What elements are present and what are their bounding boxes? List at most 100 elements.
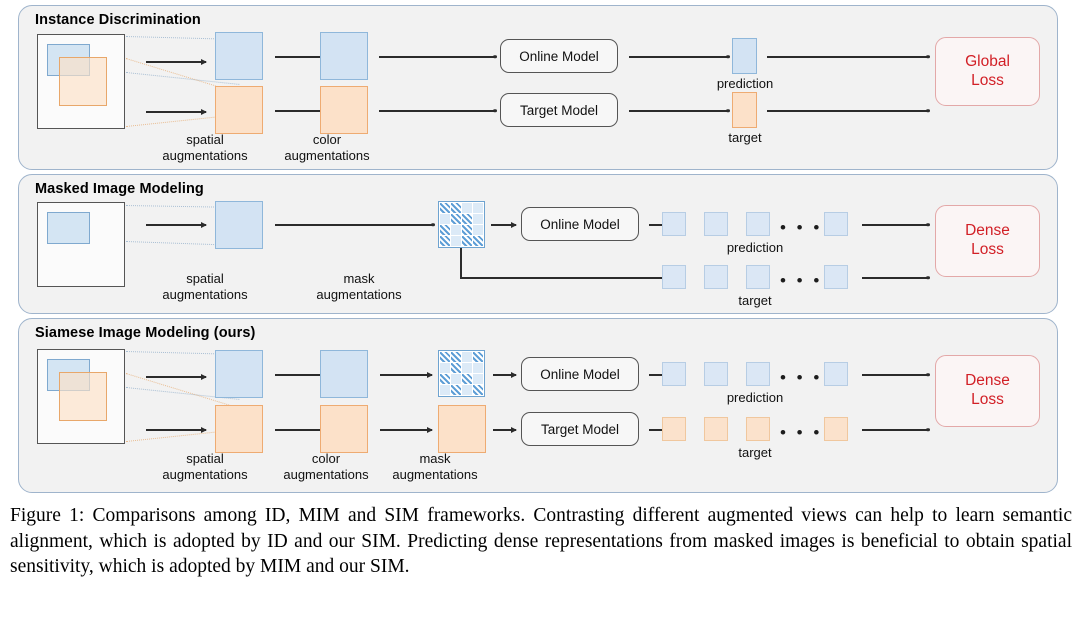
- stage-label-line1: spatial: [186, 132, 224, 147]
- prediction-token: [662, 212, 686, 236]
- masked-patch: [451, 363, 461, 373]
- arrow-online-to-prediction: [629, 56, 728, 58]
- arrow-target-to-loss: [862, 429, 928, 431]
- target-ellipsis: • • •: [780, 423, 823, 442]
- masked-patch: [451, 214, 461, 224]
- loss-label-line2: Loss: [971, 71, 1004, 89]
- prediction-token: [704, 362, 728, 386]
- target-label: target: [738, 293, 772, 308]
- stage-label-line2: augmentations: [316, 287, 402, 303]
- masked-patch: [440, 203, 450, 213]
- visible-patch: [462, 203, 472, 213]
- panel-instance-discrimination: Instance Discrimination Online Model: [18, 5, 1058, 170]
- masked-patch: [462, 214, 472, 224]
- prediction-token: [824, 362, 848, 386]
- prediction-label: prediction: [726, 390, 784, 405]
- visible-patch: [451, 374, 461, 384]
- arrow-prediction-to-loss: [862, 374, 928, 376]
- masked-patch: [462, 374, 472, 384]
- stage-label-line2: augmentations: [284, 148, 370, 164]
- stage-label-line2: augmentations: [162, 148, 248, 164]
- online-model-label: Online Model: [540, 366, 620, 382]
- prediction-ellipsis: • • •: [780, 218, 823, 237]
- target-token: [704, 265, 728, 289]
- loss-label-line1: Dense: [965, 222, 1010, 240]
- stage-label-line2: augmentations: [162, 287, 248, 303]
- arrow-spatial-aug-top: [146, 61, 206, 63]
- arrow-prediction-to-loss: [862, 224, 928, 226]
- orange-crop-region: [59, 372, 107, 421]
- arrow-spatial-aug-top: [146, 376, 206, 378]
- stage-label-line2: augmentations: [283, 467, 369, 483]
- online-model-box[interactable]: Online Model: [521, 207, 639, 241]
- target-label: target: [738, 445, 772, 460]
- masked-patch: [473, 352, 483, 362]
- stage-label-line2: augmentations: [162, 467, 248, 483]
- masked-image-grid: [438, 201, 485, 248]
- masked-patch: [440, 236, 450, 246]
- masked-patch: [451, 203, 461, 213]
- visible-patch: [462, 385, 472, 395]
- prediction-token: [824, 212, 848, 236]
- loss-label-line1: Dense: [965, 372, 1010, 390]
- arrow-to-online-model: [379, 56, 495, 58]
- arrow-mask-aug-top: [380, 374, 432, 376]
- arrow-target-to-loss: [862, 277, 928, 279]
- masked-patch: [440, 352, 450, 362]
- prediction-token: [704, 212, 728, 236]
- loss-label-line2: Loss: [971, 391, 1004, 408]
- target-ellipsis: • • •: [780, 271, 823, 290]
- view-square-orange-color: [320, 86, 368, 134]
- arrow-color-aug-bottom: [275, 110, 329, 112]
- stage-label-line1: spatial: [186, 271, 224, 286]
- stage-label-spatial: spatial augmentations: [137, 132, 273, 165]
- arrow-target-to-target-token: [629, 110, 728, 112]
- view-square-orange-mask: [438, 405, 486, 453]
- visible-patch: [440, 385, 450, 395]
- panel-title: Instance Discrimination: [35, 12, 201, 28]
- target-token: [662, 417, 686, 441]
- target-token: [746, 417, 770, 441]
- stage-label-mask: mask augmentations: [367, 451, 503, 484]
- arrow-spatial-aug-bottom: [146, 429, 206, 431]
- online-model-box[interactable]: Online Model: [521, 357, 639, 391]
- arrow-to-target-model: [493, 429, 516, 431]
- target-model-box[interactable]: Target Model: [521, 412, 639, 446]
- source-image-thumbnail: [37, 34, 125, 129]
- online-model-box[interactable]: Online Model: [500, 39, 618, 73]
- visible-patch: [451, 236, 461, 246]
- arrow-spatial-aug-bottom: [146, 111, 206, 113]
- masked-patch: [440, 225, 450, 235]
- stage-label-line1: mask: [419, 451, 451, 466]
- masked-patch: [462, 225, 472, 235]
- target-token: [704, 417, 728, 441]
- target-model-label: Target Model: [540, 421, 620, 437]
- visible-patch: [473, 363, 483, 373]
- masked-patch: [473, 385, 483, 395]
- arrow-to-online-model: [493, 374, 516, 376]
- arrow-color-aug-bottom: [275, 429, 329, 431]
- prediction-label: prediction: [716, 76, 774, 91]
- masked-patch: [473, 236, 483, 246]
- prediction-token: [662, 362, 686, 386]
- blue-crop-region: [47, 212, 90, 244]
- panel-title: Siamese Image Modeling (ours): [35, 325, 256, 341]
- visible-patch: [473, 203, 483, 213]
- source-image-thumbnail: [37, 349, 125, 444]
- target-label: target: [728, 130, 762, 145]
- online-model-label: Online Model: [540, 216, 620, 232]
- view-square-blue-spatial: [215, 201, 263, 249]
- view-square-blue-spatial: [215, 350, 263, 398]
- masked-image-grid: [438, 350, 485, 397]
- arrow-to-online-model: [491, 224, 516, 226]
- mask-branch-vertical: [460, 248, 462, 278]
- visible-patch: [473, 374, 483, 384]
- online-model-label: Online Model: [519, 48, 599, 64]
- panel-siamese-image-modeling: Siamese Image Modeling (ours) Online Mod…: [18, 318, 1058, 493]
- target-model-box[interactable]: Target Model: [500, 93, 618, 127]
- view-square-blue-color: [320, 32, 368, 80]
- stage-label-spatial: spatial augmentations: [137, 271, 273, 304]
- loss-label-line1: Global: [965, 52, 1010, 70]
- prediction-label: prediction: [726, 240, 784, 255]
- visible-patch: [462, 352, 472, 362]
